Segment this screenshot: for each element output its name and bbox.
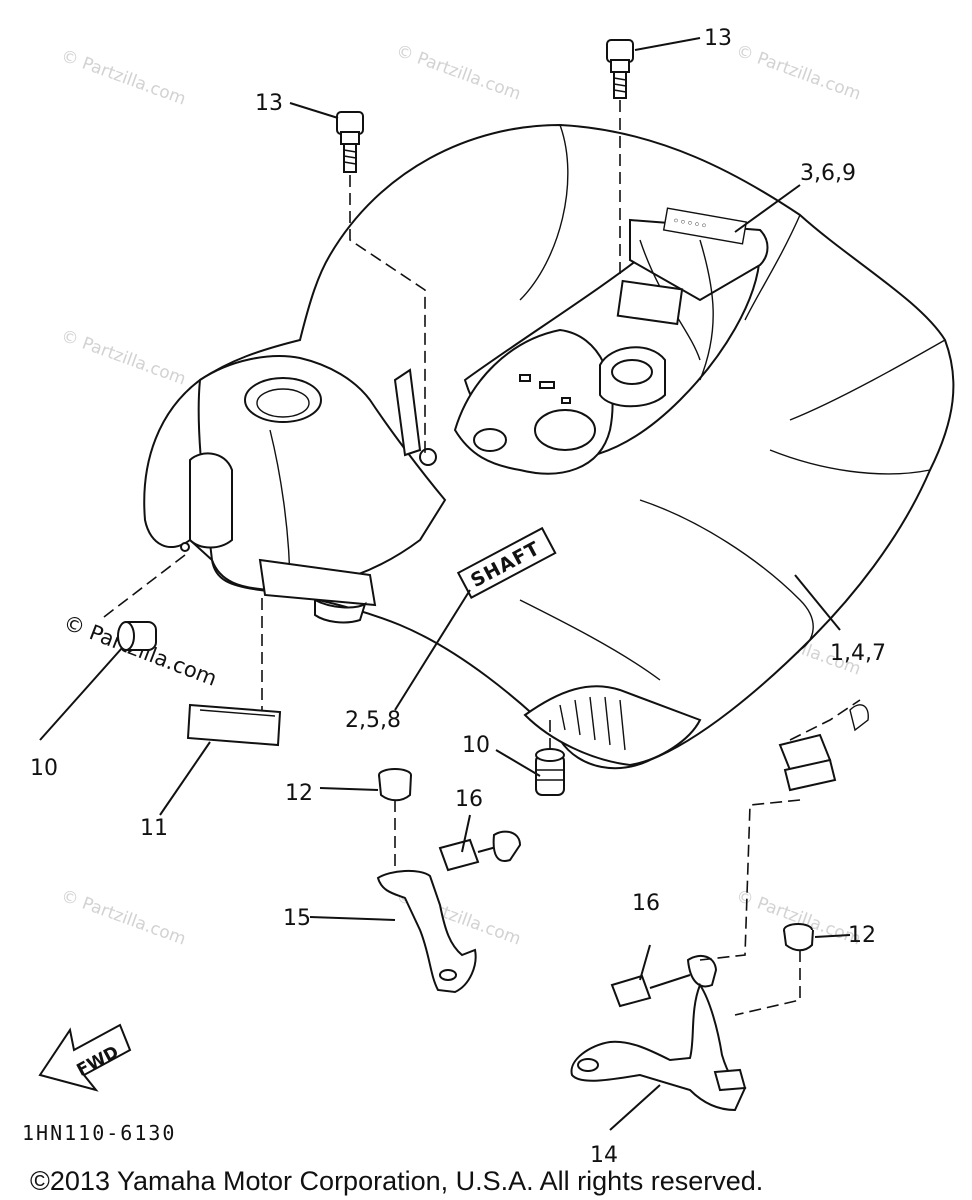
rear-fender: ◦◦◦◦◦ SHAFT [143, 123, 955, 792]
fwd-arrow: FWD [38, 1023, 132, 1092]
callout-3-6-9: 3,6,9 [800, 161, 856, 186]
callout-13-top: 13 [704, 26, 732, 51]
bolt-13-left [336, 111, 364, 173]
callout-1-4-7: 1,4,7 [830, 641, 886, 666]
callout-12-left: 12 [285, 781, 313, 806]
diagram-code: 1HN110-6130 [22, 1121, 176, 1145]
grommet-12-right [783, 923, 814, 952]
damper-10-mid [535, 748, 565, 796]
callouts: 13 13 3,6,9 1,4,7 2,5,8 10 10 11 12 12 1… [30, 26, 886, 1168]
damper-10-left [117, 621, 157, 651]
watermark: © Partzilla.com [58, 46, 188, 110]
callout-16-right: 16 [632, 891, 660, 916]
grommet-12-left [378, 768, 412, 802]
callout-13-left: 13 [255, 91, 283, 116]
watermark: © Partzilla.com [733, 41, 863, 105]
bracket-14 [570, 954, 747, 1112]
light-lens-marking: ◦◦◦◦◦ [671, 213, 708, 233]
callout-14: 14 [590, 1143, 618, 1168]
callout-16-mid: 16 [455, 787, 483, 812]
callout-10-left: 10 [30, 756, 58, 781]
copyright-footer: ©2013 Yamaha Motor Corporation, U.S.A. A… [30, 1166, 763, 1196]
bracket-15 [376, 830, 522, 994]
leader-lines [39, 37, 861, 1131]
part-11 [186, 703, 282, 747]
callout-15: 15 [283, 906, 311, 931]
bolt-13-top [606, 39, 634, 99]
watermark: © Partzilla.com [58, 886, 188, 950]
callout-12-right: 12 [848, 923, 876, 948]
callout-10-mid: 10 [462, 733, 490, 758]
callout-11: 11 [140, 816, 168, 841]
watermark: © Partzilla.com [393, 41, 523, 105]
watermark: © Partzilla.com [58, 326, 188, 390]
callout-2-5-8: 2,5,8 [345, 708, 401, 733]
